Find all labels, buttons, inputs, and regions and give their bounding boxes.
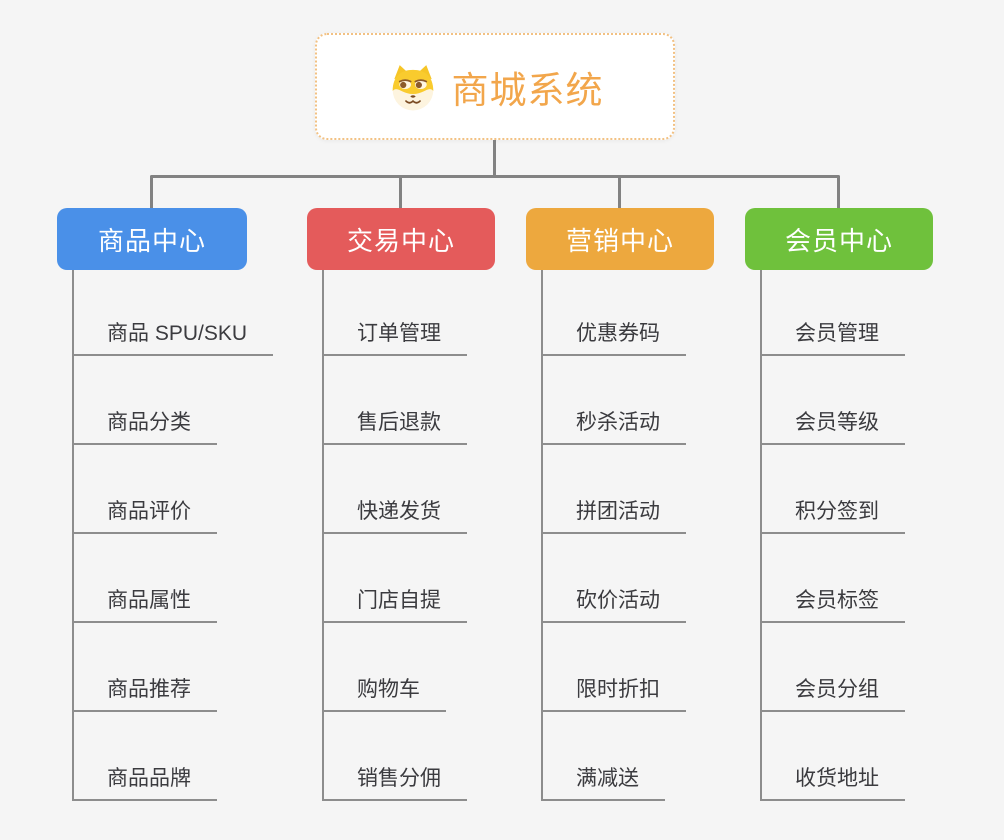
topic-node[interactable]: 拼团活动 <box>543 499 686 534</box>
topic-node[interactable]: 商品评价 <box>74 499 217 534</box>
topic-node[interactable]: 会员标签 <box>762 588 905 623</box>
branch-label: 营销中心 <box>565 225 674 256</box>
branch-node-product-center[interactable]: 商品中心 <box>57 208 247 270</box>
topic-node[interactable]: 商品分类 <box>74 410 217 445</box>
topic-node[interactable]: 会员等级 <box>762 410 905 445</box>
connector-horizontal-bus <box>150 175 840 178</box>
branch-node-member-center[interactable]: 会员中心 <box>745 208 933 270</box>
connector-drop-member <box>837 176 840 210</box>
topic-node[interactable]: 订单管理 <box>324 321 467 356</box>
topic-node[interactable]: 秒杀活动 <box>543 410 686 445</box>
branch-children-trade: 订单管理 售后退款 快递发货 门店自提 购物车 销售分佣 <box>322 270 467 801</box>
branch-node-marketing-center[interactable]: 营销中心 <box>526 208 714 270</box>
root-node[interactable]: 商城系统 <box>315 33 675 140</box>
topic-node[interactable]: 商品 SPU/SKU <box>74 321 274 356</box>
topic-node[interactable]: 会员分组 <box>762 677 905 712</box>
topic-node[interactable]: 快递发货 <box>324 499 467 534</box>
connector-drop-product <box>150 176 153 210</box>
topic-node[interactable]: 积分签到 <box>762 499 905 534</box>
topic-node[interactable]: 购物车 <box>324 677 446 712</box>
topic-node[interactable]: 收货地址 <box>762 766 905 801</box>
topic-node[interactable]: 商品推荐 <box>74 677 217 712</box>
topic-node[interactable]: 限时折扣 <box>543 677 686 712</box>
branch-children-member: 会员管理 会员等级 积分签到 会员标签 会员分组 收货地址 <box>760 270 905 801</box>
topic-node[interactable]: 售后退款 <box>324 410 467 445</box>
topic-node[interactable]: 商品品牌 <box>74 766 217 801</box>
connector-root-stem <box>493 140 496 177</box>
connector-drop-trade <box>399 176 402 210</box>
topic-node[interactable]: 优惠券码 <box>543 321 686 356</box>
topic-node[interactable]: 满减送 <box>543 766 665 801</box>
branch-children-marketing: 优惠券码 秒杀活动 拼团活动 砍价活动 限时折扣 满减送 <box>541 270 686 801</box>
topic-node[interactable]: 会员管理 <box>762 321 905 356</box>
topic-node[interactable]: 门店自提 <box>324 588 467 623</box>
dog-face-icon <box>392 64 433 110</box>
branch-children-product: 商品 SPU/SKU 商品分类 商品评价 商品属性 商品推荐 商品品牌 <box>72 270 274 801</box>
branch-label: 会员中心 <box>784 225 893 256</box>
topic-node[interactable]: 砍价活动 <box>543 588 686 623</box>
branch-label: 交易中心 <box>346 225 455 256</box>
branch-node-trade-center[interactable]: 交易中心 <box>307 208 495 270</box>
connector-drop-marketing <box>618 176 621 210</box>
root-title: 商城系统 <box>451 69 604 111</box>
topic-node[interactable]: 商品属性 <box>74 588 217 623</box>
topic-node[interactable]: 销售分佣 <box>324 766 467 801</box>
branch-label: 商品中心 <box>97 225 206 256</box>
